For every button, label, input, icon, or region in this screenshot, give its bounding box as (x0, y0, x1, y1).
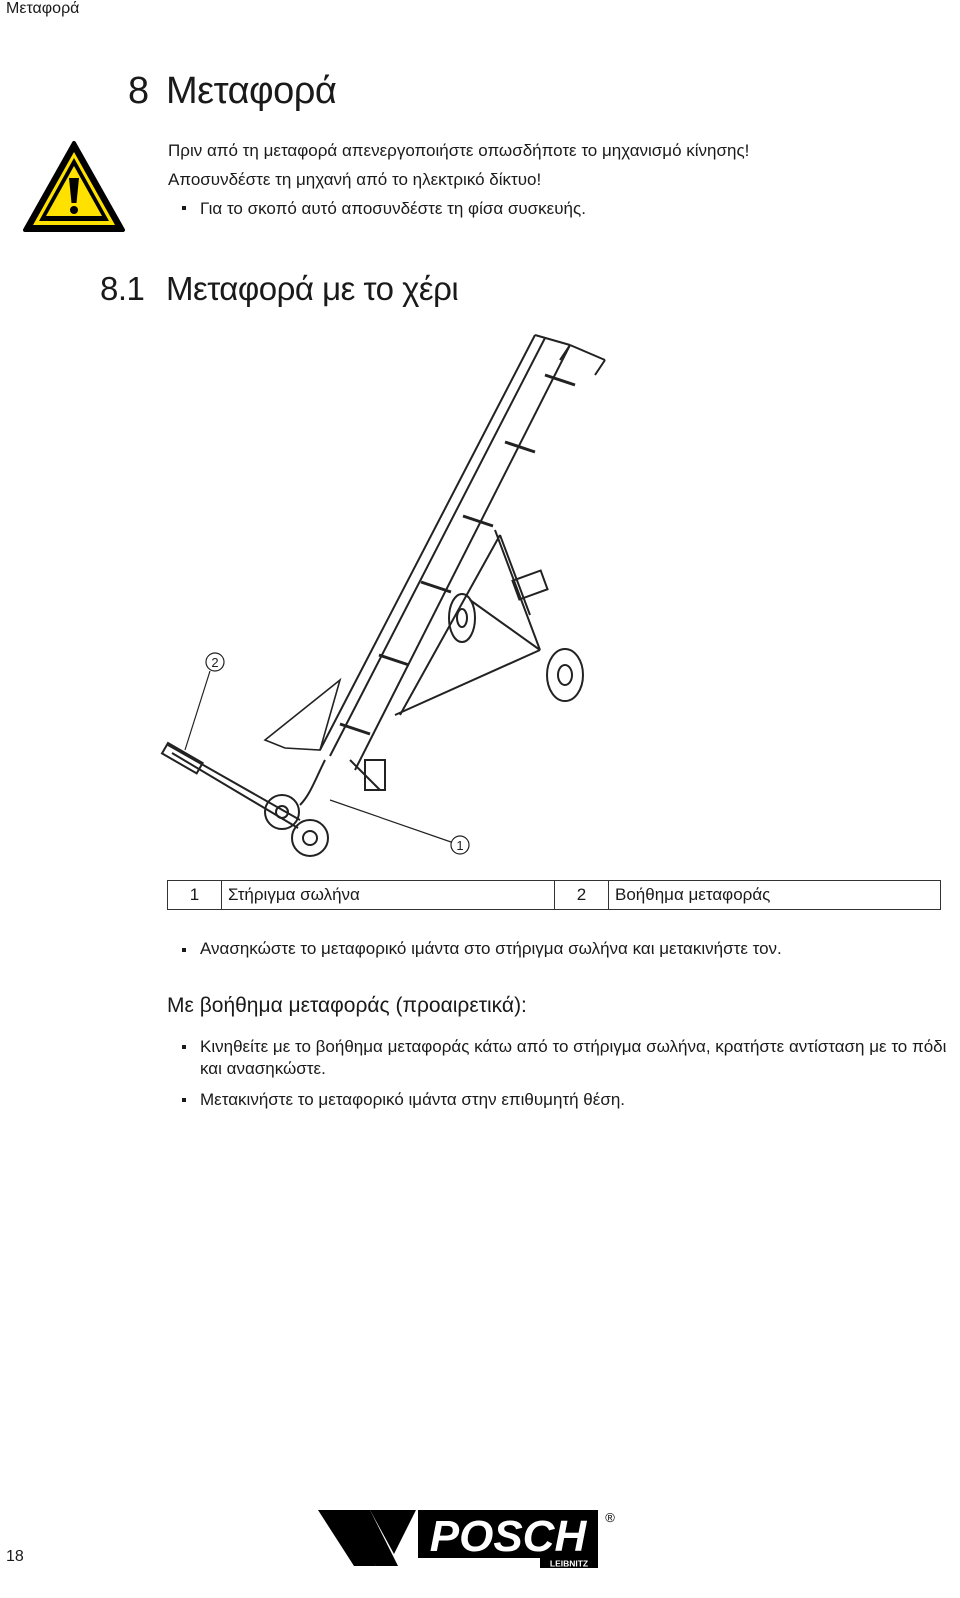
front-wheels (264, 794, 329, 857)
conveyor-cleats (339, 373, 576, 736)
chapter-title-text: Μεταφορά (166, 70, 337, 112)
tube-support (299, 759, 386, 806)
legend-label: Βοήθημα μεταφοράς (608, 880, 941, 910)
legend-label: Στήριγμα σωλήνα (221, 880, 555, 910)
logo-text: POSCH (430, 1512, 588, 1561)
instruction-text: Ανασηκώστε το μεταφορικό ιμάντα στο στήρ… (168, 936, 782, 962)
callout-1 (329, 799, 470, 855)
support-frame (394, 529, 549, 716)
logo-subtext: LEIBNITZ (550, 1559, 588, 1569)
registered-mark: ® (605, 1510, 615, 1525)
legend-number: 1 (167, 880, 222, 910)
steps-list: Κινηθείτε με το βοήθημα μεταφοράς κάτω α… (168, 1036, 948, 1120)
posch-logo: POSCH LEIBNITZ ® (318, 1510, 615, 1569)
callout-2-label: 2 (211, 655, 218, 670)
warning-line: Αποσυνδέστε τη μηχανή από το ηλεκτρικό δ… (168, 170, 542, 189)
hopper (263, 677, 342, 751)
instruction: Ανασηκώστε το μεταφορικό ιμάντα στο στήρ… (168, 936, 782, 962)
step-item: Κινηθείτε με το βοήθημα μεταφοράς κάτω α… (168, 1036, 948, 1080)
transport-aid (160, 741, 301, 829)
figure-legend: 1 Στήριγμα σωλήνα 2 Βοήθημα μεταφοράς (167, 880, 941, 910)
conveyor-belt-illustration: 2 1 (160, 334, 606, 857)
warning-triangle-icon (23, 141, 125, 232)
chapter-number: 8 (128, 70, 149, 112)
subheading: Με βοήθημα μεταφοράς (προαιρετικά): (167, 994, 527, 1017)
conveyor-frame (319, 334, 606, 771)
rear-wheels (448, 593, 584, 702)
chapter-title: 8 Μεταφορά (128, 70, 337, 113)
legend-number: 2 (554, 880, 609, 910)
warning-bullet: Για το σκοπό αυτό αποσυνδέστε τη φίσα συ… (168, 194, 749, 223)
section-title: 8.1 Μεταφορά με το χέρι (100, 270, 459, 308)
warning-text: Πριν από τη μεταφορά απενεργοποιήστε οπω… (168, 136, 749, 223)
section-number: 8.1 (100, 270, 145, 307)
running-header: Μεταφορά (6, 0, 80, 17)
legend-row: 1 Στήριγμα σωλήνα 2 Βοήθημα μεταφοράς (167, 880, 941, 910)
warning-line: Πριν από τη μεταφορά απενεργοποιήστε οπω… (168, 141, 750, 160)
step-item: Μετακινήστε το μεταφορικό ιμάντα στην επ… (168, 1089, 948, 1111)
callout-2 (184, 652, 225, 751)
callout-1-label: 1 (456, 838, 463, 853)
section-title-text: Μεταφορά με το χέρι (166, 270, 459, 307)
page-number: 18 (6, 1548, 24, 1565)
